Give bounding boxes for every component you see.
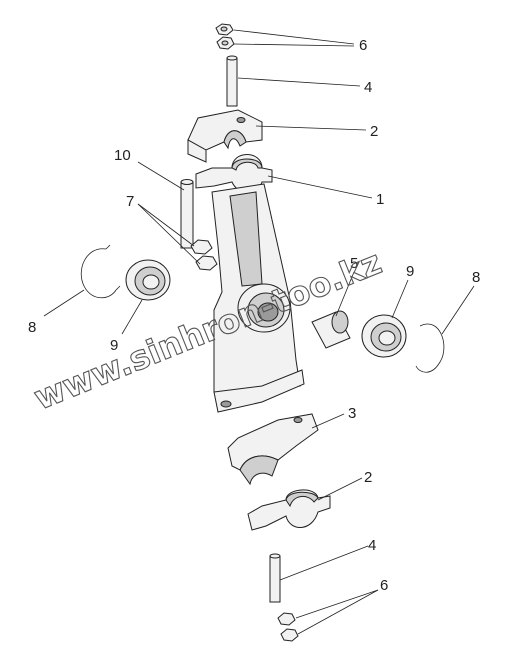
callout-10: 10	[114, 147, 131, 164]
bearing-shell-bottom	[247, 489, 331, 531]
callout-5: 5	[350, 255, 358, 272]
callout-8-right: 8	[472, 269, 480, 286]
stud-bottom	[269, 553, 281, 603]
callout-2-bottom: 2	[364, 469, 372, 486]
nut-bottom-lower	[280, 628, 299, 642]
callout-9-left: 9	[110, 337, 118, 354]
sleeve	[311, 310, 351, 349]
leader-lines	[43, 29, 475, 635]
nut-bottom-upper	[277, 612, 296, 626]
nut-top-lower	[216, 36, 235, 50]
stud-top	[226, 55, 238, 107]
cap-top	[187, 109, 263, 163]
callout-3: 3	[348, 405, 356, 422]
nut-7-upper	[190, 239, 213, 255]
cap-bottom-3	[227, 413, 319, 486]
callout-6-bottom: 6	[380, 577, 388, 594]
nut-7-lower	[195, 255, 218, 271]
callout-4-top: 4	[364, 79, 372, 96]
bearing-left	[125, 259, 171, 301]
callout-7: 7	[126, 193, 134, 210]
circlip-right	[415, 323, 445, 373]
connecting-rod	[211, 183, 305, 413]
stud-10	[180, 179, 194, 249]
callout-6-top: 6	[359, 37, 367, 54]
callout-4-bottom: 4	[368, 537, 376, 554]
nut-top-upper	[215, 23, 234, 36]
callout-8-left: 8	[28, 319, 36, 336]
callout-1: 1	[376, 191, 384, 208]
callout-2-top: 2	[370, 123, 378, 140]
bearing-shell-top	[195, 154, 273, 193]
callout-9-right: 9	[406, 263, 414, 280]
bearing-right	[361, 314, 407, 358]
circlip-left	[80, 248, 117, 299]
